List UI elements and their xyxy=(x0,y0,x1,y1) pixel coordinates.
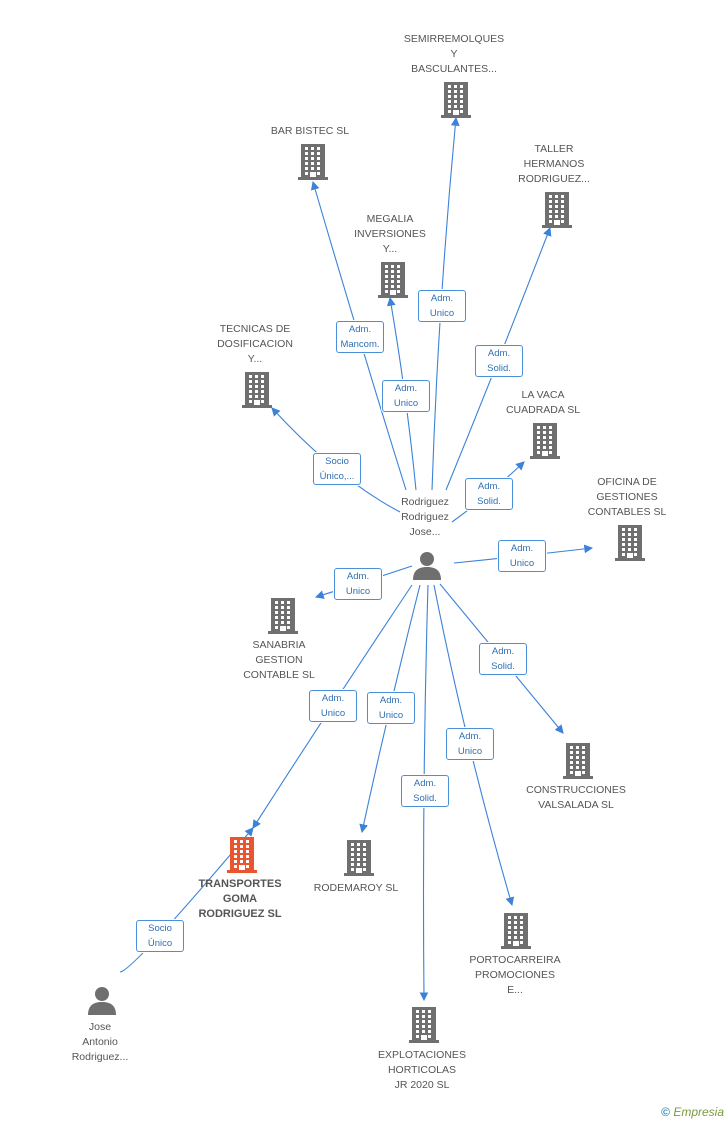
person-icon xyxy=(88,987,116,1015)
node-label-text: EXPLOTACIONES HORTICOLAS JR 2020 SL xyxy=(378,1049,466,1091)
node-label-text: Rodriguez Rodriguez Jose... xyxy=(401,496,449,538)
node-label-semirremolques[interactable]: SEMIRREMOLQUES Y BASCULANTES... xyxy=(399,32,509,77)
edge-label-semirremolques[interactable]: Adm. Unico xyxy=(418,290,466,322)
edge-label-lavaca[interactable]: Adm. Solid. xyxy=(465,478,513,510)
node-semirremolques[interactable] xyxy=(441,82,471,118)
building-icon xyxy=(227,837,257,873)
building-icon xyxy=(615,525,645,561)
node-label-transportes[interactable]: TRANSPORTES GOMA RODRIGUEZ SL xyxy=(185,877,295,922)
copyright-icon: © xyxy=(661,1105,670,1119)
node-transportes[interactable] xyxy=(227,837,257,873)
building-icon xyxy=(441,82,471,118)
edge-label-transportes[interactable]: Adm. Unico xyxy=(309,690,357,722)
edge-label-bar_bistec[interactable]: Adm. Mancom. xyxy=(336,321,384,353)
node-label-megalia[interactable]: MEGALIA INVERSIONES Y... xyxy=(345,212,435,257)
node-rodriguez[interactable] xyxy=(412,550,442,580)
building-icon xyxy=(530,423,560,459)
node-label-lavaca[interactable]: LA VACA CUADRADA SL xyxy=(498,388,588,418)
node-construcciones[interactable] xyxy=(563,743,593,779)
node-lavaca[interactable] xyxy=(530,423,560,459)
edge-label-portocarreira[interactable]: Adm. Unico xyxy=(446,728,494,760)
node-taller[interactable] xyxy=(542,192,572,228)
node-label-taller[interactable]: TALLER HERMANOS RODRIGUEZ... xyxy=(509,142,599,187)
edge-label-oficina[interactable]: Adm. Unico xyxy=(498,540,546,572)
node-label-jose_antonio[interactable]: Jose Antonio Rodriguez... xyxy=(55,1020,145,1065)
node-label-text: BAR BISTEC SL xyxy=(270,125,350,137)
edge-label-tecnicas[interactable]: Socio Único,... xyxy=(313,453,361,485)
node-label-text: PORTOCARREIRA PROMOCIONES E... xyxy=(469,954,561,996)
node-label-portocarreira[interactable]: PORTOCARREIRA PROMOCIONES E... xyxy=(465,953,565,998)
node-label-text: CONSTRUCCIONES VALSALADA SL xyxy=(526,784,626,811)
node-label-text: SEMIRREMOLQUES Y BASCULANTES... xyxy=(403,33,505,75)
footer-brand[interactable]: © Empresia xyxy=(661,1105,724,1119)
node-label-text: SANABRIA GESTION CONTABLE SL xyxy=(243,639,315,681)
node-label-text: TRANSPORTES GOMA RODRIGUEZ SL xyxy=(198,878,282,920)
node-label-text: RODEMAROY SL xyxy=(313,882,399,894)
edge-label-construcciones[interactable]: Adm. Solid. xyxy=(479,643,527,675)
building-icon xyxy=(501,913,531,949)
building-icon xyxy=(409,1007,439,1043)
building-icon xyxy=(344,840,374,876)
node-oficina[interactable] xyxy=(615,525,645,561)
node-explotaciones[interactable] xyxy=(409,1007,439,1043)
edge-label-megalia[interactable]: Adm. Unico xyxy=(382,380,430,412)
building-icon xyxy=(563,743,593,779)
node-label-rodriguez[interactable]: Rodriguez Rodriguez Jose... xyxy=(385,495,465,540)
edge-label-sanabria[interactable]: Adm. Unico xyxy=(334,568,382,600)
building-icon xyxy=(242,372,272,408)
building-icon xyxy=(542,192,572,228)
node-label-text: MEGALIA INVERSIONES Y... xyxy=(354,213,426,255)
node-label-text: TALLER HERMANOS RODRIGUEZ... xyxy=(518,143,590,185)
building-icon xyxy=(298,144,328,180)
node-sanabria[interactable] xyxy=(268,598,298,634)
node-label-bar_bistec[interactable]: BAR BISTEC SL xyxy=(260,124,360,139)
node-label-sanabria[interactable]: SANABRIA GESTION CONTABLE SL xyxy=(234,638,324,683)
node-label-text: LA VACA CUADRADA SL xyxy=(505,389,581,416)
node-label-oficina[interactable]: OFICINA DE GESTIONES CONTABLES SL xyxy=(582,475,672,520)
person-icon xyxy=(413,552,441,580)
node-label-rodemaroy[interactable]: RODEMAROY SL xyxy=(306,881,406,896)
node-label-construcciones[interactable]: CONSTRUCCIONES VALSALADA SL xyxy=(521,783,631,813)
node-label-tecnicas[interactable]: TECNICAS DE DOSIFICACION Y... xyxy=(210,322,300,367)
node-label-text: OFICINA DE GESTIONES CONTABLES SL xyxy=(587,476,667,518)
edge-label-rodemaroy[interactable]: Adm. Unico xyxy=(367,692,415,724)
brand-name: Empresia xyxy=(673,1105,724,1119)
node-rodemaroy[interactable] xyxy=(344,840,374,876)
node-bar_bistec[interactable] xyxy=(298,144,328,180)
building-icon xyxy=(268,598,298,634)
node-megalia[interactable] xyxy=(378,262,408,298)
edge-label-explotaciones[interactable]: Adm. Solid. xyxy=(401,775,449,807)
node-label-explotaciones[interactable]: EXPLOTACIONES HORTICOLAS JR 2020 SL xyxy=(367,1048,477,1093)
node-label-text: TECNICAS DE DOSIFICACION Y... xyxy=(217,323,293,365)
edge-label-transportes-jose[interactable]: Socio Único xyxy=(136,920,184,952)
node-jose_antonio[interactable] xyxy=(87,985,117,1015)
edge-label-taller[interactable]: Adm. Solid. xyxy=(475,345,523,377)
node-portocarreira[interactable] xyxy=(501,913,531,949)
node-label-text: Jose Antonio Rodriguez... xyxy=(71,1021,129,1063)
building-icon xyxy=(378,262,408,298)
node-tecnicas[interactable] xyxy=(242,372,272,408)
